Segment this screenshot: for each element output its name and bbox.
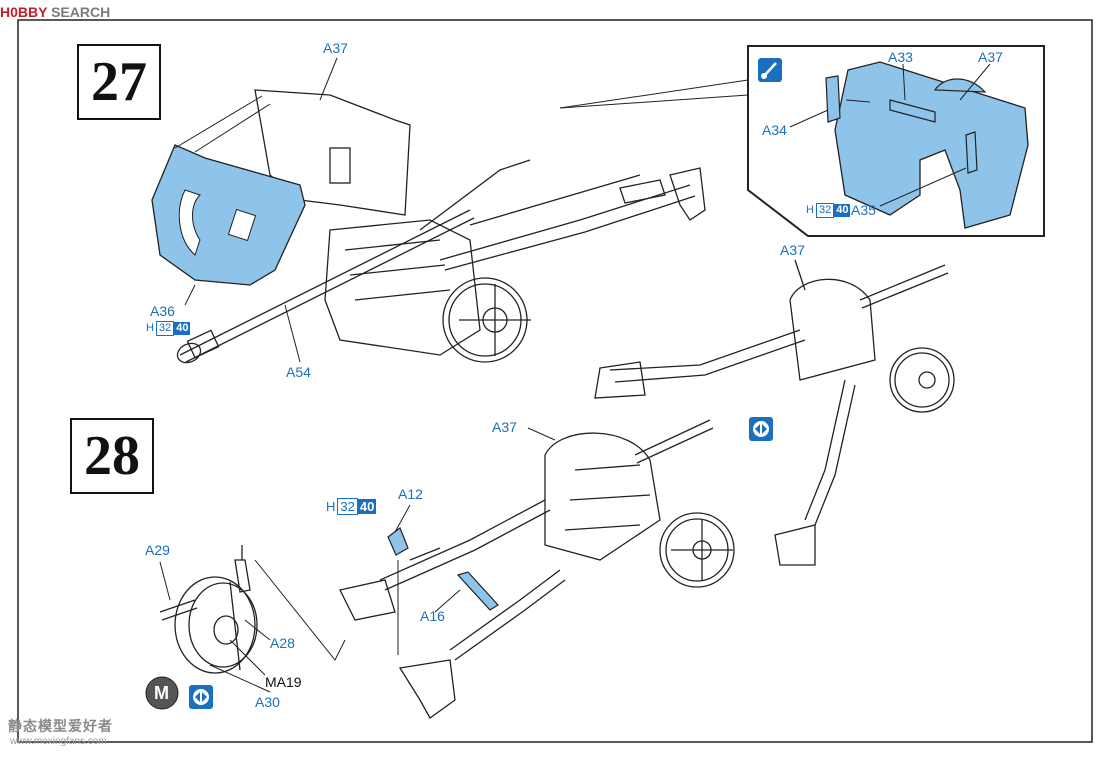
brand-grey: SEARCH <box>51 4 111 20</box>
part-a35 <box>965 131 978 174</box>
step28-gun-assembly <box>339 419 735 719</box>
part-a34 <box>825 75 841 123</box>
paint-prefix: H <box>806 204 814 216</box>
part-a33 <box>889 99 936 123</box>
part-a12 <box>387 527 409 556</box>
label-a33: A33 <box>888 49 913 65</box>
label-a37-step28: A37 <box>492 419 517 435</box>
metal-icon-letter: M <box>154 683 169 703</box>
step27-leader-lines <box>174 57 749 363</box>
label-a37-main: A37 <box>323 40 348 56</box>
label-a36: A36 <box>150 303 175 319</box>
paint-code-32: 32 <box>337 498 358 515</box>
label-a35: A35 <box>851 202 876 218</box>
paint-brush-icon <box>758 58 782 82</box>
label-a54: A54 <box>286 364 311 380</box>
metal-part-icon <box>145 676 179 710</box>
paint-code-32: 32 <box>815 203 835 218</box>
watermark-brand: H0BBY SEARCH <box>0 4 110 20</box>
step-number-27: 27 <box>77 44 161 120</box>
watermark-bottom: 静态模型爱好者 <box>8 718 113 734</box>
paint-code-32: 32 <box>155 321 175 336</box>
label-ma19: MA19 <box>265 674 302 690</box>
part-a36-shield <box>151 144 306 286</box>
part-a37-inset-top <box>933 78 987 93</box>
part-a36-cutout <box>178 189 201 256</box>
part-a37-inset-plate <box>834 61 1029 229</box>
watermark-url: www.moxingfans.com <box>10 736 107 747</box>
step27-gun-assembly <box>176 89 706 364</box>
step-number-28: 28 <box>70 418 154 494</box>
step28-wheel-assembly <box>159 545 258 674</box>
step27-preview-gun <box>594 259 955 566</box>
label-a30: A30 <box>255 694 280 710</box>
optional-parts-icon-2 <box>189 685 213 709</box>
brand-red: H0BBY <box>0 4 48 20</box>
paint-prefix: H <box>146 322 154 334</box>
label-a12: A12 <box>398 486 423 502</box>
optional-parts-icon <box>749 417 773 441</box>
part-a16 <box>456 571 499 611</box>
label-a28: A28 <box>270 635 295 651</box>
step27-inset <box>747 45 1045 237</box>
label-a37-preview: A37 <box>780 242 805 258</box>
part-a36-sight-hole <box>227 208 257 242</box>
label-a34: A34 <box>762 122 787 138</box>
label-a37-inset: A37 <box>978 49 1003 65</box>
paint-code-40: 40 <box>357 499 377 514</box>
paint-code-40: 40 <box>834 204 851 217</box>
label-a16: A16 <box>420 608 445 624</box>
step28-leader-lines <box>159 427 556 693</box>
paint-prefix: H <box>326 499 336 514</box>
label-a29: A29 <box>145 542 170 558</box>
paint-code-40: 40 <box>174 322 191 335</box>
page-frame <box>17 19 1093 743</box>
